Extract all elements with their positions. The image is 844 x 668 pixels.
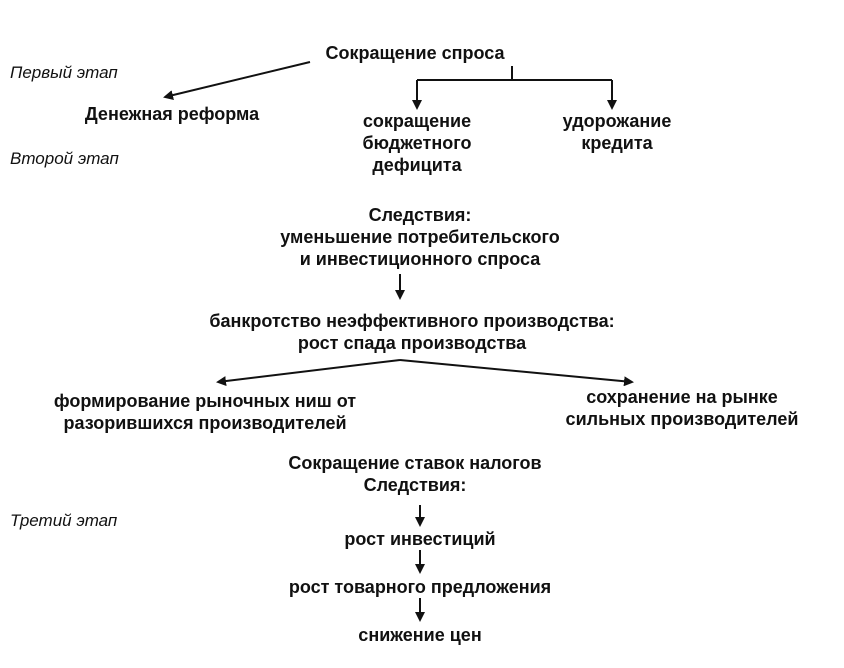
node-budget-line-2: бюджетного bbox=[362, 133, 472, 153]
arrow-bankruptcy-to-strong bbox=[399, 359, 634, 387]
node-tax-cut: Сокращение ставок налогов Следствия: bbox=[288, 452, 541, 496]
node-consequences-demand: Следствия: уменьшение потребительского и… bbox=[280, 204, 560, 270]
node-niches-line-2: разорившихся производителей bbox=[63, 413, 347, 433]
node-tax-cut-line: Сокращение ставок налогов bbox=[288, 453, 542, 473]
arrow-root-to-reform bbox=[163, 61, 311, 100]
node-supply-growth: рост товарного предложения bbox=[288, 577, 552, 597]
node-demand-reduction: Сокращение спроса bbox=[325, 43, 505, 63]
node-price-decrease: снижение цен bbox=[358, 625, 482, 645]
node-market-niches: формирование рыночных ниш от разорившихс… bbox=[54, 390, 356, 434]
node-demand-line-1: уменьшение потребительского bbox=[280, 227, 560, 247]
node-niches-line-1: формирование рыночных ниш от bbox=[53, 391, 357, 411]
node-budget-line-1: сокращение bbox=[362, 111, 472, 131]
node-bankruptcy-line-1: банкротство неэффективного производства: bbox=[209, 311, 615, 331]
node-strong-line-1: сохранение на рынке bbox=[586, 387, 778, 407]
node-demand-line-2: и инвестиционного спроса bbox=[299, 249, 541, 269]
node-monetary-reform: Денежная реформа bbox=[84, 104, 260, 124]
node-investment-growth: рост инвестиций bbox=[344, 529, 496, 549]
stage-third-label: Третий этап bbox=[10, 511, 118, 530]
stage-second-label: Второй этап bbox=[10, 149, 119, 168]
node-strong-producers: сохранение на рынке сильных производител… bbox=[566, 386, 799, 430]
node-strong-line-2: сильных производителей bbox=[565, 409, 799, 429]
node-bankruptcy-line-2: рост спада производства bbox=[297, 333, 527, 353]
node-credit-cost-rise: удорожание кредита bbox=[563, 110, 672, 154]
node-consequences-2: Следствия: bbox=[363, 475, 467, 495]
node-bankruptcy: банкротство неэффективного производства:… bbox=[209, 310, 614, 354]
node-credit-line-2: кредита bbox=[581, 133, 653, 153]
arrow-bankruptcy-to-niches bbox=[216, 359, 401, 387]
node-consequences-heading: Следствия: bbox=[368, 205, 472, 225]
node-budget-deficit-cut: сокращение бюджетного дефицита bbox=[363, 110, 472, 176]
node-budget-line-3: дефицита bbox=[372, 155, 462, 175]
node-credit-line-1: удорожание bbox=[562, 111, 672, 131]
stage-first-label: Первый этап bbox=[10, 63, 118, 82]
